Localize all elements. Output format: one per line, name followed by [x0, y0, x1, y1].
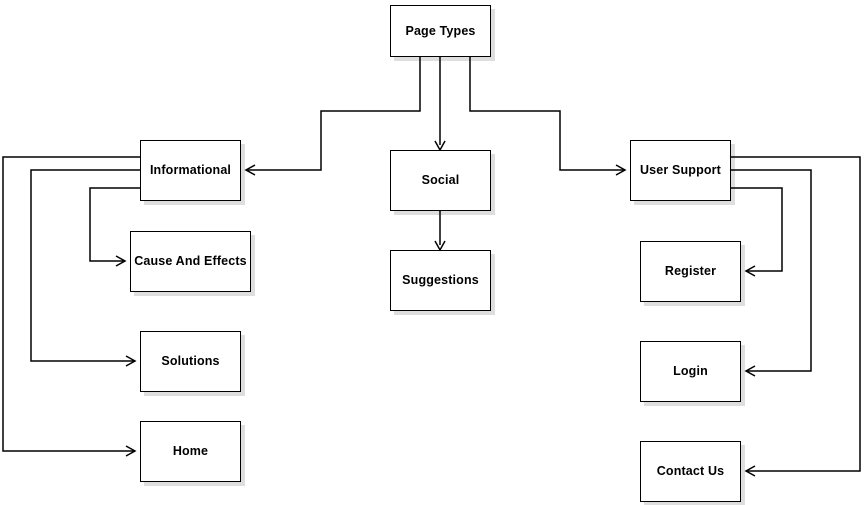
node-social[interactable]: Social [390, 150, 491, 211]
edge-informational-to-home [2, 156, 140, 457]
edge-user-support-to-login-line [731, 169, 812, 372]
node-register[interactable]: Register [640, 241, 741, 302]
node-label-suggestions: Suggestions [402, 273, 479, 288]
node-suggestions[interactable]: Suggestions [390, 250, 491, 311]
node-label-cause-and-effects: Cause And Effects [134, 254, 247, 269]
node-cause-and-effects[interactable]: Cause And Effects [130, 231, 251, 292]
edge-user-support-to-login-arrowhead-icon [744, 365, 756, 377]
edge-social-to-suggestions [434, 211, 446, 252]
edge-user-support-to-register [731, 187, 783, 277]
node-label-user-support: User Support [640, 163, 721, 178]
edge-informational-to-solutions-arrowhead-icon [125, 355, 137, 367]
node-user-support[interactable]: User Support [630, 140, 731, 201]
node-login[interactable]: Login [640, 341, 741, 402]
edge-informational-to-home-line [2, 156, 140, 452]
edge-page-types-to-user-support-arrowhead-icon [615, 164, 627, 176]
edge-page-types-to-user-support-line [469, 57, 625, 171]
edge-informational-to-home-arrowhead-icon [125, 445, 137, 457]
edge-informational-to-cause-and-effects-line [89, 187, 140, 262]
edge-informational-to-solutions-line [30, 169, 140, 362]
edge-user-support-to-contact-us [731, 156, 861, 477]
node-solutions[interactable]: Solutions [140, 331, 241, 392]
edge-user-support-to-register-line [731, 187, 783, 272]
edge-page-types-to-informational [244, 57, 421, 176]
edge-user-support-to-register-arrowhead-icon [744, 265, 756, 277]
edge-page-types-to-social [434, 57, 446, 152]
node-label-home: Home [172, 444, 209, 459]
node-label-register: Register [664, 264, 717, 279]
node-label-solutions: Solutions [161, 354, 220, 369]
edge-informational-to-cause-and-effects-arrowhead-icon [115, 255, 127, 267]
edge-informational-to-cause-and-effects [89, 187, 140, 267]
edge-user-support-to-login [731, 169, 812, 377]
node-page-types[interactable]: Page Types [390, 5, 491, 57]
edge-informational-to-solutions [30, 169, 140, 367]
node-informational[interactable]: Informational [140, 140, 241, 201]
node-home[interactable]: Home [140, 421, 241, 482]
node-label-informational: Informational [149, 163, 232, 178]
node-label-login: Login [673, 364, 708, 379]
edge-user-support-to-contact-us-arrowhead-icon [744, 465, 756, 477]
node-label-contact-us: Contact Us [656, 464, 725, 479]
edge-user-support-to-contact-us-line [731, 156, 861, 472]
edge-page-types-to-informational-arrowhead-icon [244, 164, 256, 176]
node-label-social: Social [421, 173, 460, 188]
edge-page-types-to-informational-line [246, 57, 421, 171]
node-label-page-types: Page Types [405, 23, 476, 38]
edge-page-types-to-user-support [469, 57, 627, 176]
node-contact-us[interactable]: Contact Us [640, 441, 741, 502]
